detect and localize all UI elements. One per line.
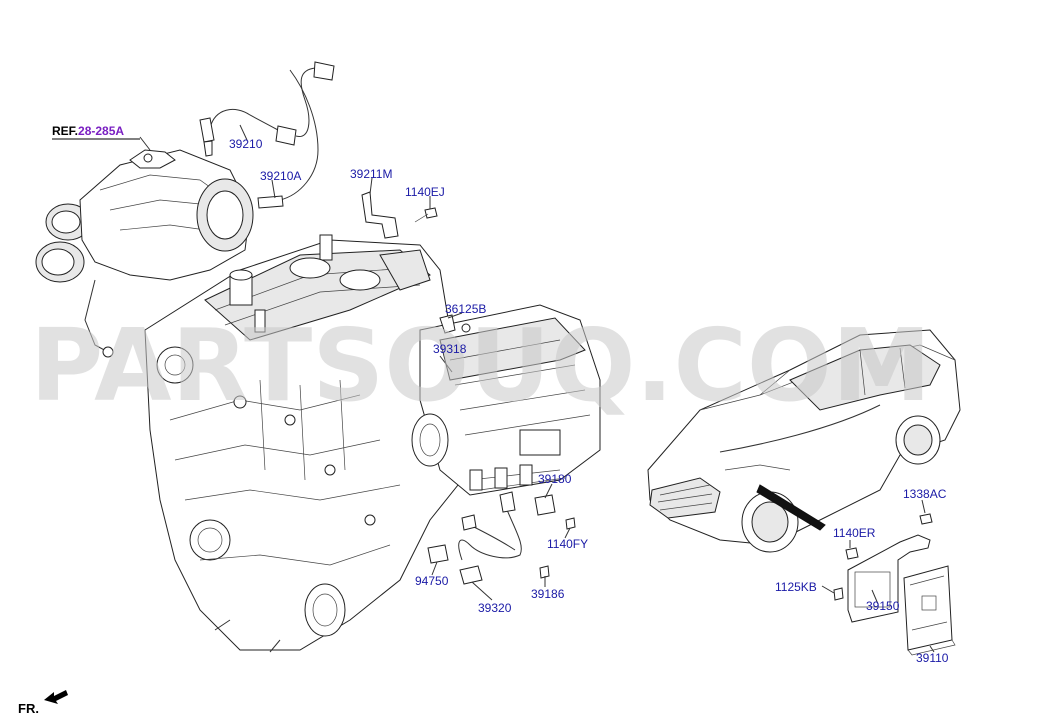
intake-manifold-illustration xyxy=(411,304,601,496)
part-label-39320[interactable]: 39320 xyxy=(478,601,512,615)
part-label-1125kb[interactable]: 1125KB xyxy=(775,580,817,594)
svg-text:REF.28-285A: REF.28-285A xyxy=(52,124,124,138)
part-label-1338ac[interactable]: 1338AC xyxy=(903,487,947,501)
part-label-1140er[interactable]: 1140ER xyxy=(833,526,876,540)
part-label-39110[interactable]: 39110 xyxy=(916,651,949,665)
bracket-39211m-illustration xyxy=(361,191,438,239)
part-label-1140fy[interactable]: 1140FY xyxy=(547,537,588,551)
knock-sensor-harness-illustration xyxy=(427,491,576,585)
part-label-1140ej[interactable]: 1140EJ xyxy=(405,185,445,199)
ref-code[interactable]: 28-285A xyxy=(78,124,124,138)
front-label: FR. xyxy=(18,701,39,716)
part-label-39318[interactable]: 39318 xyxy=(433,342,467,356)
watermark-text: PARTSOUQ.COM xyxy=(30,307,931,424)
turbocharger-illustration xyxy=(35,149,254,358)
part-label-39211m[interactable]: 39211M xyxy=(350,167,392,181)
oxygen-sensor-illustration xyxy=(199,61,335,209)
leader-lines xyxy=(139,124,935,653)
part-label-39180[interactable]: 39180 xyxy=(538,472,572,486)
ecu-bracket-illustration xyxy=(833,513,933,623)
front-arrow-icon xyxy=(44,690,68,704)
ecu-module-illustration xyxy=(903,565,956,656)
ref-prefix: REF. xyxy=(52,124,78,138)
part-label-94750[interactable]: 94750 xyxy=(415,574,449,588)
part-label-39186[interactable]: 39186 xyxy=(531,587,565,601)
car-illustration xyxy=(647,329,961,553)
part-label-36125b[interactable]: 36125B xyxy=(445,302,486,316)
front-direction-indicator: FR. xyxy=(18,690,68,716)
ref-link[interactable]: REF.28-285A xyxy=(52,124,140,140)
part-label-39210[interactable]: 39210 xyxy=(229,137,263,151)
part-label-39150[interactable]: 39150 xyxy=(866,599,900,613)
engine-block-illustration xyxy=(144,234,471,653)
part-label-39210a[interactable]: 39210A xyxy=(260,169,301,183)
sensor-36125b-illustration xyxy=(439,314,471,334)
